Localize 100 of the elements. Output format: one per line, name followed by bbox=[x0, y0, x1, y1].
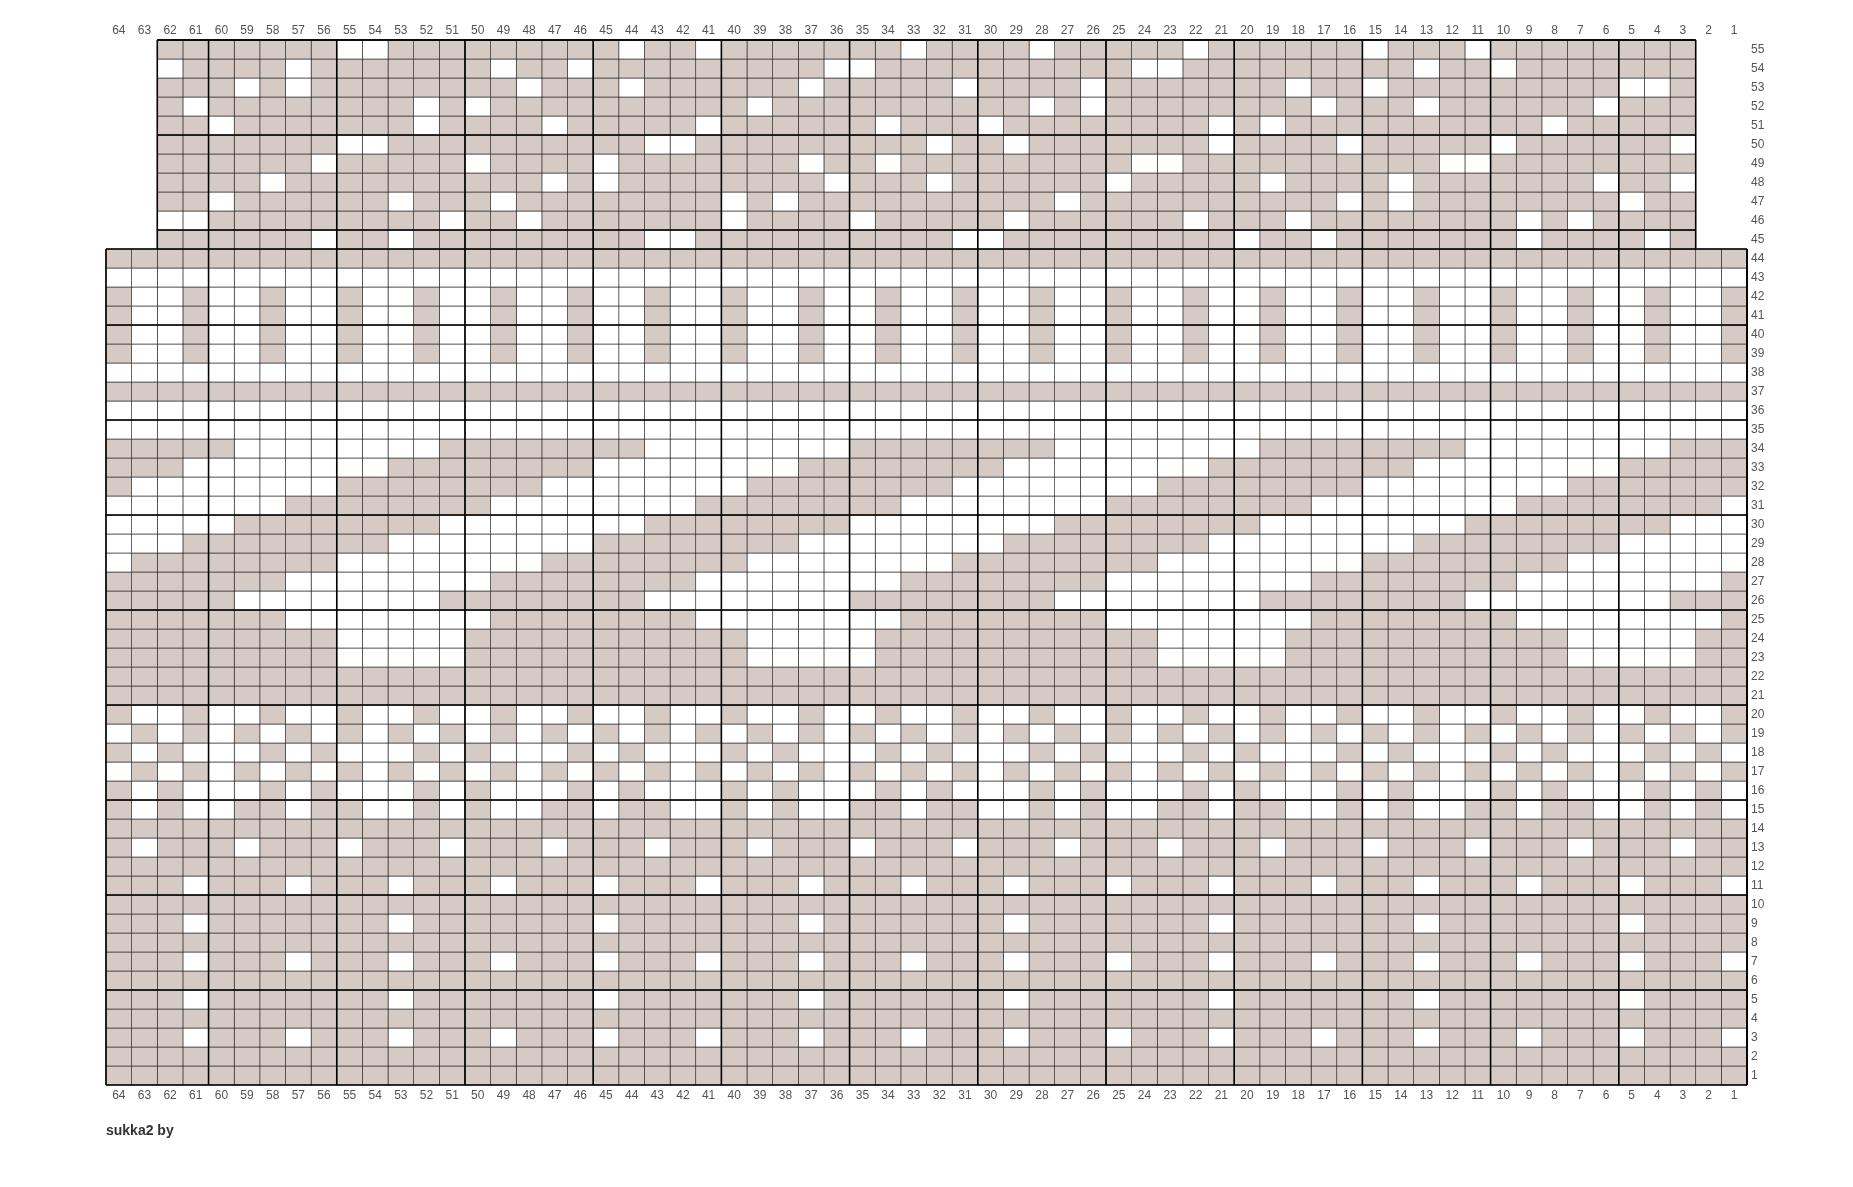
row-number: 22 bbox=[1751, 669, 1765, 683]
column-number: 55 bbox=[341, 23, 358, 37]
column-number: 27 bbox=[1059, 1088, 1076, 1102]
column-number: 24 bbox=[1136, 23, 1153, 37]
column-number: 37 bbox=[803, 1088, 819, 1102]
column-number: 17 bbox=[1316, 1088, 1332, 1102]
column-number: 54 bbox=[367, 1088, 383, 1102]
column-number: 19 bbox=[1264, 1088, 1281, 1102]
row-number: 40 bbox=[1751, 327, 1765, 341]
column-number: 54 bbox=[367, 23, 383, 37]
column-number: 12 bbox=[1444, 23, 1460, 37]
row-number: 47 bbox=[1751, 194, 1765, 208]
column-number: 56 bbox=[316, 23, 332, 37]
column-number: 39 bbox=[752, 23, 768, 37]
column-number: 36 bbox=[829, 1088, 845, 1102]
column-number: 1 bbox=[1729, 23, 1739, 37]
column-number: 21 bbox=[1213, 23, 1230, 37]
column-number: 49 bbox=[495, 1088, 512, 1102]
row-number: 3 bbox=[1751, 1030, 1758, 1044]
row-number: 2 bbox=[1751, 1049, 1758, 1063]
column-number: 25 bbox=[1111, 23, 1127, 37]
column-number: 23 bbox=[1162, 1088, 1178, 1102]
column-number: 15 bbox=[1367, 1088, 1383, 1102]
column-number: 42 bbox=[675, 1088, 691, 1102]
column-number: 9 bbox=[1524, 1088, 1534, 1102]
row-number: 53 bbox=[1751, 80, 1765, 94]
column-number: 1 bbox=[1729, 1088, 1739, 1102]
row-number: 33 bbox=[1751, 460, 1765, 474]
column-number: 38 bbox=[777, 1088, 794, 1102]
column-number: 14 bbox=[1393, 1088, 1409, 1102]
column-number: 52 bbox=[418, 1088, 435, 1102]
row-number: 13 bbox=[1751, 840, 1765, 854]
row-number: 11 bbox=[1751, 878, 1764, 892]
row-number: 34 bbox=[1751, 441, 1765, 455]
column-number: 20 bbox=[1239, 1088, 1255, 1102]
column-number: 14 bbox=[1393, 23, 1409, 37]
column-number: 39 bbox=[752, 1088, 768, 1102]
row-number: 49 bbox=[1751, 156, 1765, 170]
column-number: 10 bbox=[1495, 23, 1512, 37]
column-number: 22 bbox=[1188, 1088, 1204, 1102]
column-number: 24 bbox=[1136, 1088, 1153, 1102]
column-number: 5 bbox=[1627, 1088, 1636, 1102]
row-number: 8 bbox=[1751, 935, 1758, 949]
column-number: 13 bbox=[1418, 1088, 1435, 1102]
row-number: 20 bbox=[1751, 707, 1765, 721]
column-number: 19 bbox=[1264, 23, 1281, 37]
column-number: 60 bbox=[213, 1088, 230, 1102]
column-number: 47 bbox=[547, 23, 563, 37]
row-number: 55 bbox=[1751, 42, 1765, 56]
column-number: 11 bbox=[1470, 1088, 1485, 1102]
row-number: 42 bbox=[1751, 289, 1765, 303]
column-number: 38 bbox=[777, 23, 794, 37]
column-number: 49 bbox=[495, 23, 512, 37]
row-number: 37 bbox=[1751, 384, 1765, 398]
column-number: 17 bbox=[1316, 23, 1332, 37]
column-number: 62 bbox=[162, 23, 178, 37]
column-number: 53 bbox=[393, 23, 409, 37]
column-number: 51 bbox=[444, 23, 460, 37]
row-number: 39 bbox=[1751, 346, 1765, 360]
column-number: 3 bbox=[1678, 23, 1688, 37]
column-number: 57 bbox=[290, 1088, 306, 1102]
column-number: 30 bbox=[982, 1088, 999, 1102]
column-number: 8 bbox=[1550, 1088, 1560, 1102]
column-number: 51 bbox=[444, 1088, 460, 1102]
column-number: 2 bbox=[1704, 1088, 1713, 1102]
column-number: 30 bbox=[982, 23, 999, 37]
row-number: 41 bbox=[1751, 308, 1765, 322]
column-number: 43 bbox=[649, 1088, 665, 1102]
column-number: 7 bbox=[1576, 23, 1585, 37]
column-number: 33 bbox=[906, 23, 922, 37]
row-number: 48 bbox=[1751, 175, 1765, 189]
column-number: 34 bbox=[880, 1088, 896, 1102]
column-number: 44 bbox=[623, 23, 640, 37]
row-number: 32 bbox=[1751, 479, 1765, 493]
column-number: 12 bbox=[1444, 1088, 1460, 1102]
column-number: 28 bbox=[1034, 23, 1050, 37]
row-number: 16 bbox=[1751, 783, 1765, 797]
column-number: 59 bbox=[239, 1088, 255, 1102]
column-number: 46 bbox=[572, 23, 589, 37]
column-number: 2 bbox=[1704, 23, 1713, 37]
column-number: 43 bbox=[649, 23, 665, 37]
row-number: 50 bbox=[1751, 137, 1765, 151]
column-number: 23 bbox=[1162, 23, 1178, 37]
row-number: 5 bbox=[1751, 992, 1758, 1006]
row-number: 31 bbox=[1751, 498, 1765, 512]
row-number: 28 bbox=[1751, 555, 1765, 569]
column-number: 41 bbox=[700, 23, 717, 37]
column-number: 4 bbox=[1652, 23, 1662, 37]
row-number: 18 bbox=[1751, 745, 1765, 759]
column-number: 46 bbox=[572, 1088, 589, 1102]
row-number: 6 bbox=[1751, 973, 1758, 987]
column-number: 11 bbox=[1470, 23, 1485, 37]
column-number: 41 bbox=[700, 1088, 717, 1102]
column-number: 40 bbox=[726, 23, 742, 37]
column-number: 50 bbox=[470, 1088, 486, 1102]
row-number: 30 bbox=[1751, 517, 1765, 531]
column-number: 50 bbox=[470, 23, 486, 37]
column-number: 64 bbox=[111, 23, 127, 37]
column-number: 55 bbox=[341, 1088, 358, 1102]
row-number: 26 bbox=[1751, 593, 1765, 607]
